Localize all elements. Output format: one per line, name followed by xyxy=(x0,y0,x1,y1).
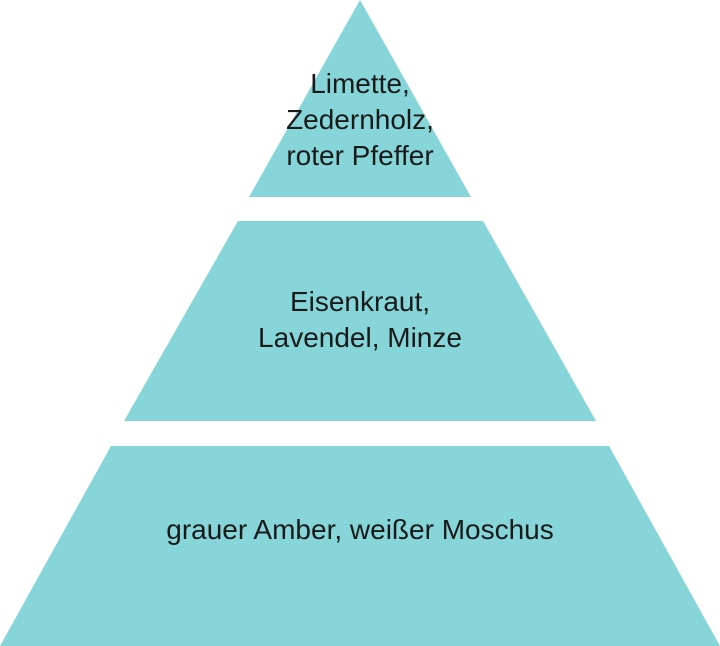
tier-top-line-3: roter Pfeffer xyxy=(286,140,434,171)
tier-bottom-line-1: grauer Amber, weißer Moschus xyxy=(166,514,554,545)
tier-bottom-label: grauer Amber, weißer Moschus xyxy=(0,512,720,548)
tier-middle-line-1: Eisenkraut, xyxy=(289,286,431,317)
pyramid-tier-middle xyxy=(124,221,596,421)
pyramid-tier-bottom xyxy=(0,446,720,646)
tier-middle-line-2: Lavendel, Minze xyxy=(258,322,462,353)
tier-top-line-1: Limette, xyxy=(310,68,410,99)
tier-middle-label: Eisenkraut, Lavendel, Minze xyxy=(0,284,720,356)
tier-top-line-2: Zedernholz, xyxy=(286,104,434,135)
pyramid-tier-top xyxy=(249,0,471,197)
tier-top-label: Limette, Zedernholz, roter Pfeffer xyxy=(0,66,720,174)
